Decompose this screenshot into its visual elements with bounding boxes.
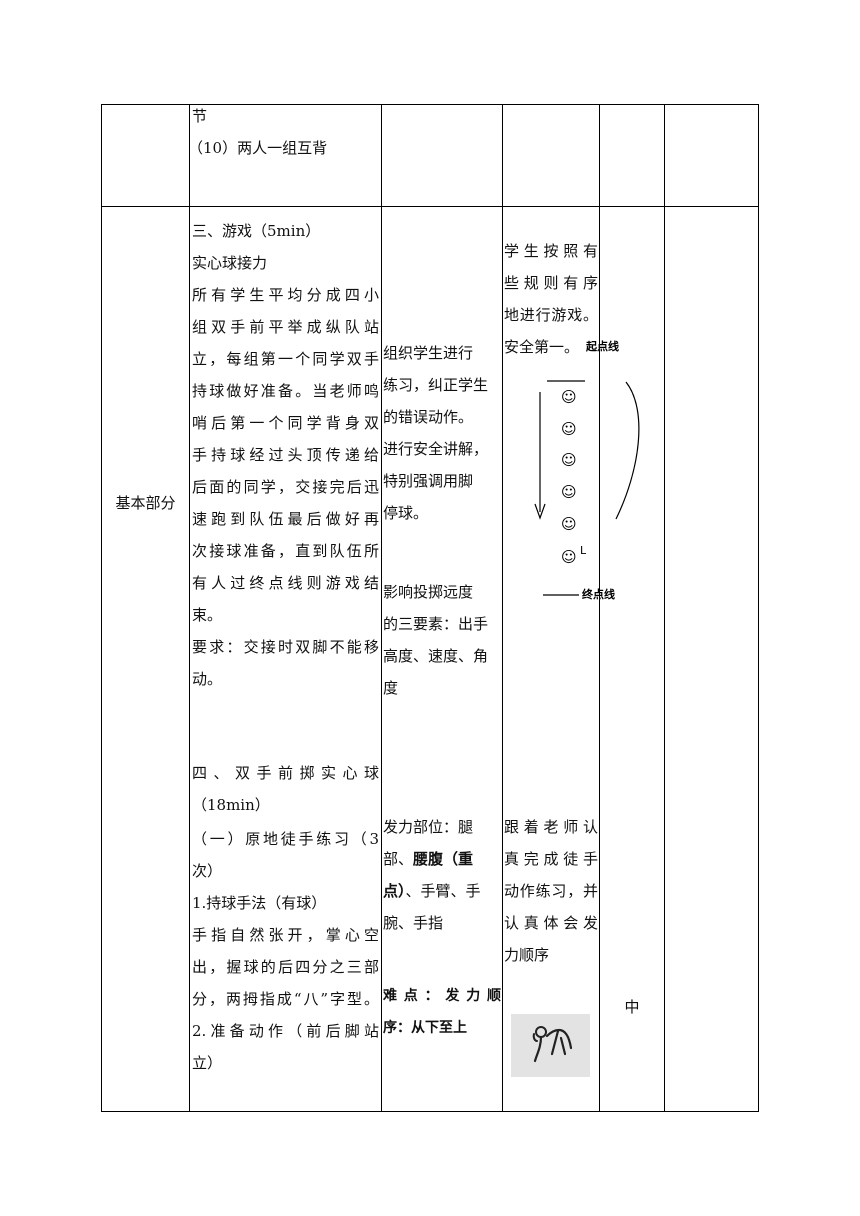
throw-line: 分，两拇指成“八”字型。 xyxy=(192,990,379,1008)
game-desc-line: 所有学生平均分成四小 xyxy=(192,286,379,304)
student-smiley-icon: ☺ xyxy=(561,483,577,501)
section-label: 基本部分 xyxy=(115,494,176,512)
teacher-line: 的三要素：出手 xyxy=(383,615,489,633)
throw-line: 次） xyxy=(192,862,223,880)
teacher-line: 组织学生进行 xyxy=(383,344,474,362)
teacher-emphasis: 点） xyxy=(383,882,406,900)
teacher-line: 发力部位：腿 xyxy=(383,818,474,836)
game-desc-line: 束。 xyxy=(192,606,223,624)
teacher-difficulty: 难点：发力顺 序：从下至上 xyxy=(383,980,501,1044)
game-content: 三、游戏（5min） 实心球接力 所有学生平均分成四小 组双手前平举成纵队站 立… xyxy=(192,215,379,695)
game-desc-line: 有人过终点线则游戏结 xyxy=(192,574,379,592)
game-desc-line: 立，每组第一个同学双手 xyxy=(192,350,379,368)
teacher-line: 点）、手臂、手 xyxy=(383,875,501,907)
start-line-label: 起点线 xyxy=(586,340,619,353)
student-smiley-icon: ☺ xyxy=(561,420,577,438)
end-line-label: 终点线 xyxy=(582,588,615,601)
top-row-content: 节 （10）两人一组互背 xyxy=(188,100,380,164)
corner-mark-icon: ᒪ xyxy=(580,544,587,557)
teacher-line: 腕、手指 xyxy=(383,914,444,932)
col-border-6 xyxy=(664,104,665,1112)
student-line: 真完成徒手 xyxy=(504,850,598,868)
teacher-emphasis: 腰腹（重 xyxy=(413,850,474,868)
student-line: 跟着老师认 xyxy=(504,818,598,836)
student-smiley-icon: ☺ xyxy=(561,451,577,469)
throw-line: （一）原地徒手练习（3 xyxy=(192,830,379,848)
difficulty-line: 序：从下至上 xyxy=(383,1020,467,1036)
student-smiley-icon: ☺ xyxy=(561,548,577,566)
intensity-value: 中 xyxy=(624,998,640,1016)
game-desc-line: 次接球准备，直到队伍所 xyxy=(192,542,379,560)
student-throw-notes: 跟着老师认 真完成徒手 动作练习，并 认真体会发 力顺序 xyxy=(504,811,598,971)
student-game-notes: 学生按照有 些规则有序 地进行游戏。 安全第一。 xyxy=(504,235,598,363)
teacher-game-notes: 组织学生进行 练习，纠正学生 的错误动作。 进行安全讲解， 特别强调用脚 停球。 xyxy=(383,337,501,529)
game-requirement: 要求：交接时双脚不能移 xyxy=(192,638,379,656)
teacher-factors-notes: 影响投掷远度 的三要素：出手 高度、速度、角 度 xyxy=(383,576,501,704)
throwing-stance-image xyxy=(511,1014,590,1077)
game-desc-line: 手持球经过头顶传递给 xyxy=(192,446,379,464)
col-border-4 xyxy=(502,104,503,1112)
teacher-line: 影响投掷远度 xyxy=(383,583,474,601)
throw-heading: 四、双手前掷实心球 xyxy=(192,764,379,782)
teacher-text: 部、 xyxy=(383,850,414,868)
arrow-head xyxy=(534,503,546,520)
teacher-line: 高度、速度、角 xyxy=(383,647,489,665)
teacher-line: 停球。 xyxy=(383,504,429,522)
teacher-line: 度 xyxy=(383,679,399,697)
student-smiley-icon: ☺ xyxy=(561,515,577,533)
game-requirement: 动。 xyxy=(192,670,223,688)
throw-line: 手指自然张开，掌心空 xyxy=(192,926,379,944)
throw-content: 四、双手前掷实心球 （18min） xyxy=(192,757,379,821)
game-desc-line: 组双手前平举成纵队站 xyxy=(192,318,379,336)
throw-heading: （18min） xyxy=(192,796,270,814)
return-path-curve xyxy=(615,381,640,520)
game-desc-line: 持球做好准备。当老师鸣 xyxy=(192,382,379,400)
throw-line: 立） xyxy=(192,1054,223,1072)
teacher-line: 部、腰腹（重 xyxy=(383,843,501,875)
content-line: （10）两人一组互背 xyxy=(188,139,328,157)
teacher-line: 的错误动作。 xyxy=(383,408,474,426)
game-desc-line: 速跑到队伍最后做好再 xyxy=(192,510,379,528)
col-border-2 xyxy=(189,104,190,1112)
game-name: 实心球接力 xyxy=(192,254,268,272)
student-line: 动作练习，并 xyxy=(504,882,598,900)
throw-steps: （一）原地徒手练习（3 次） 1.持球手法（有球） 手指自然张开，掌心空 出，握… xyxy=(192,823,379,1079)
game-desc-line: 后面的同学，交接完后迅 xyxy=(192,478,379,496)
student-line: 地进行游戏。 xyxy=(504,306,598,324)
teacher-text: 、手臂、手 xyxy=(405,882,481,900)
teacher-line: 练习，纠正学生 xyxy=(383,376,489,394)
content-line: 节 xyxy=(192,107,208,125)
teacher-force-notes: 发力部位：腿 部、腰腹（重 点）、手臂、手 腕、手指 xyxy=(383,811,501,939)
student-line: 些规则有序 xyxy=(504,274,598,292)
throw-line: 出，握球的后四分之三部 xyxy=(192,958,379,976)
student-line: 安全第一。 xyxy=(504,338,580,356)
student-line: 学生按照有 xyxy=(504,242,598,260)
table-top-border xyxy=(101,104,759,105)
student-smiley-icon: ☺ xyxy=(561,388,577,406)
throw-line: 2.准备动作（前后脚站 xyxy=(192,1022,379,1040)
difficulty-line: 难点：发力顺 xyxy=(383,988,501,1004)
throw-line: 1.持球手法（有球） xyxy=(192,894,327,912)
game-desc-line: 哨后第一个同学背身双 xyxy=(192,414,379,432)
teacher-line: 特别强调用脚 xyxy=(383,472,474,490)
student-line: 力顺序 xyxy=(504,946,550,964)
col-border-7 xyxy=(758,104,759,1112)
game-heading: 三、游戏（5min） xyxy=(192,222,321,240)
col-border-5 xyxy=(599,104,600,1112)
col-border-1 xyxy=(101,104,102,1112)
stick-figure-icon xyxy=(532,1026,573,1063)
teacher-line: 进行安全讲解， xyxy=(383,440,489,458)
row-divider xyxy=(101,206,759,207)
table-bottom-border xyxy=(101,1111,759,1112)
student-line: 认真体会发 xyxy=(504,914,598,932)
col-border-3 xyxy=(381,104,382,1112)
